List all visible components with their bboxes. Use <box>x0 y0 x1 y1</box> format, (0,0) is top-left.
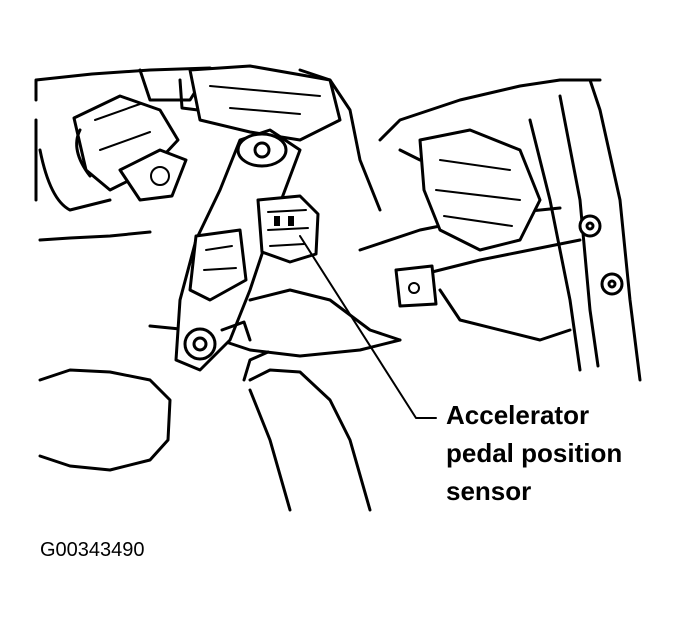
pedal-arm <box>174 128 302 372</box>
callout-line-3: sensor <box>446 476 532 506</box>
sensor-callout-label: Accelerator pedal position sensor <box>446 396 666 510</box>
callout-line-1: Accelerator <box>446 400 590 430</box>
figure-id: G00343490 <box>40 539 145 561</box>
upper-bracket <box>188 64 342 142</box>
pedal-position-sensor <box>256 194 320 264</box>
bolt-icon <box>578 214 624 296</box>
callout-leader <box>299 235 437 419</box>
motor-housing <box>38 94 188 212</box>
right-connector <box>398 128 542 252</box>
callout-line-2: pedal position <box>446 438 623 468</box>
floor-panel <box>38 350 372 512</box>
